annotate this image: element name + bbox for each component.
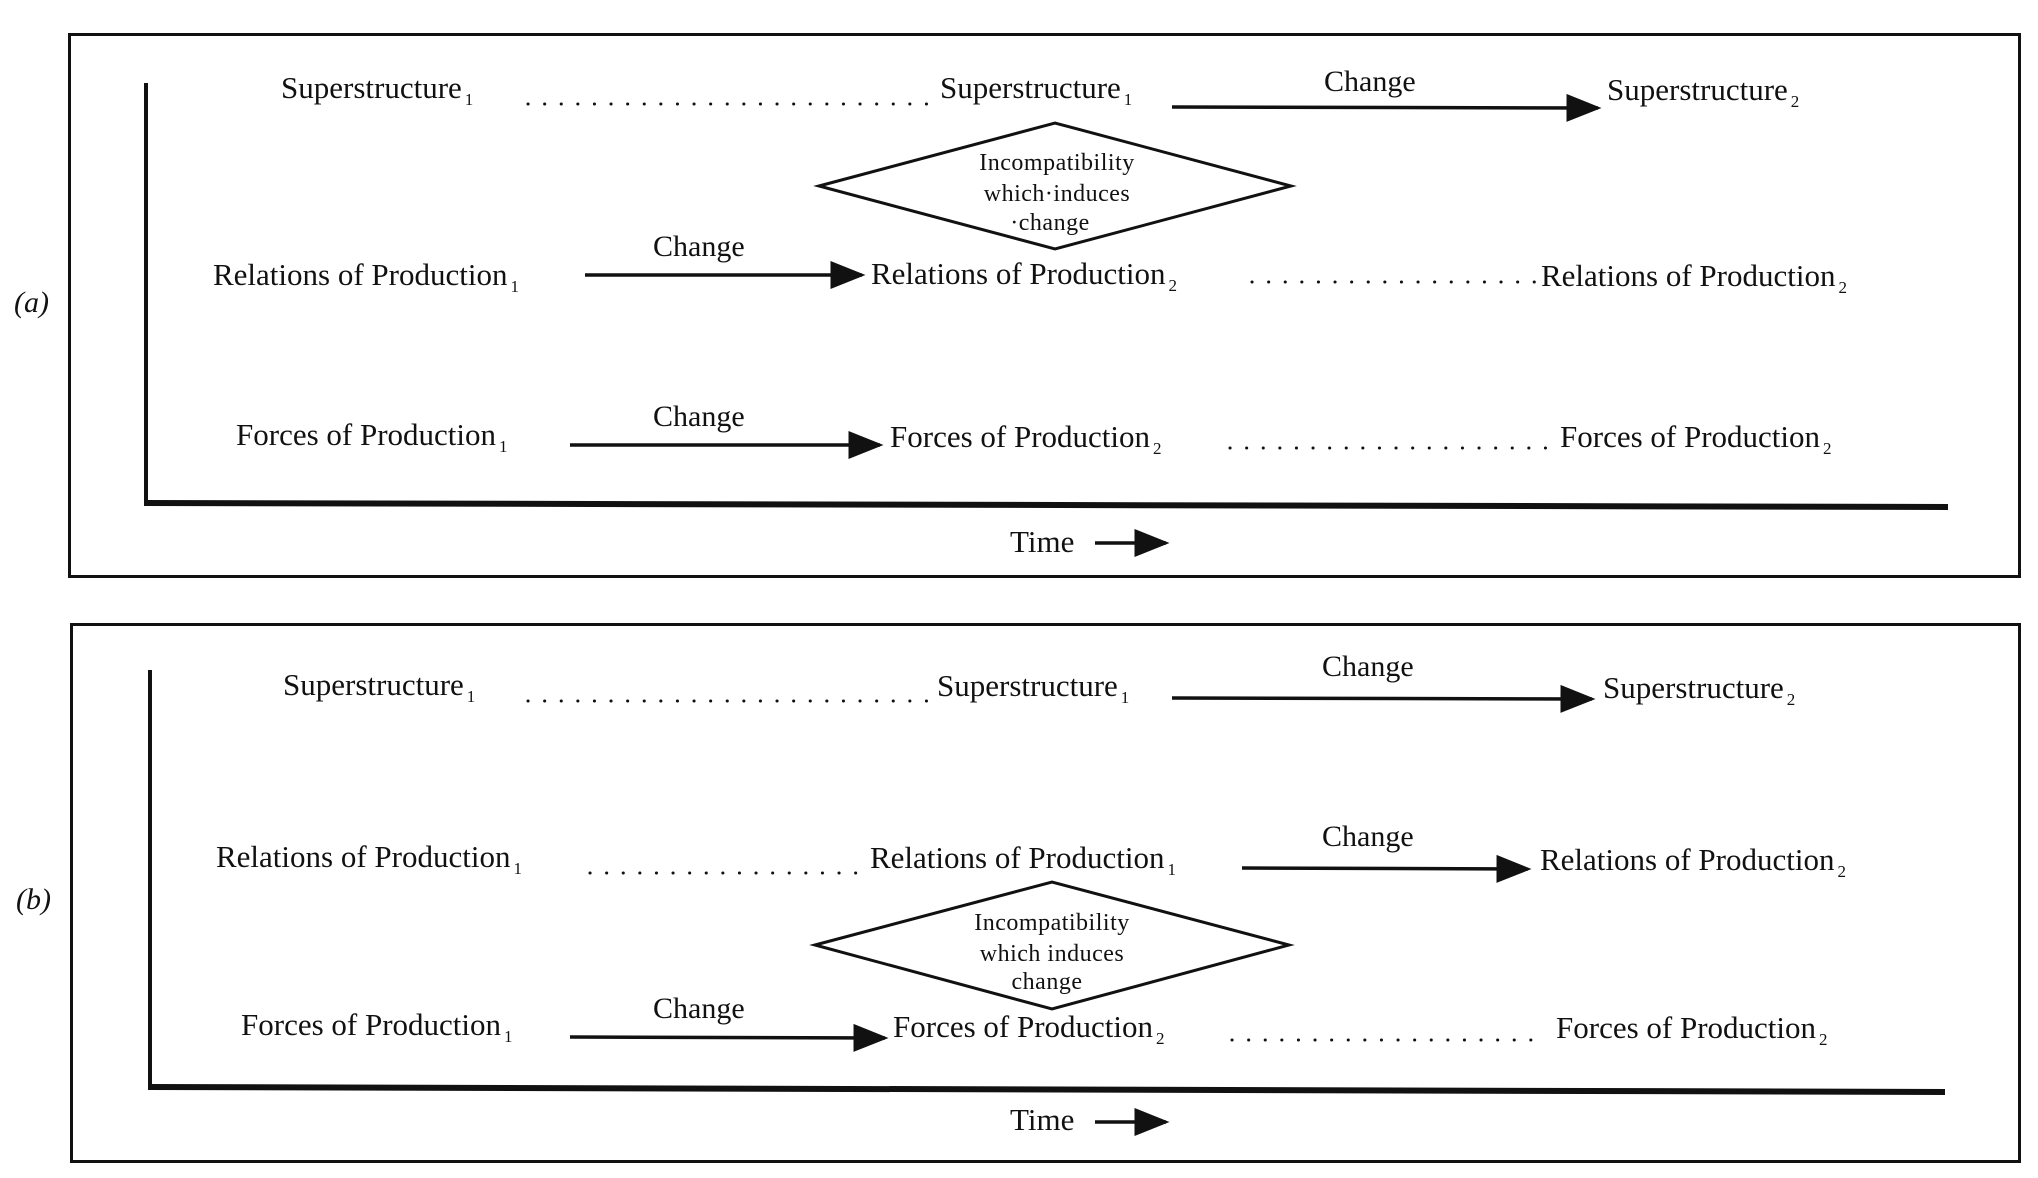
incompatibility-text-line-2: which·induces bbox=[983, 181, 1131, 207]
change-label-relations: Change bbox=[1322, 820, 1414, 853]
incompatibility-text-line-1: Incompatibility bbox=[979, 150, 1135, 176]
time-axis-label: Time bbox=[1010, 1102, 1075, 1137]
arrow-forces-change bbox=[569, 1023, 889, 1052]
panel-b-frame bbox=[70, 623, 2021, 1163]
panel-a-change-arrows bbox=[570, 93, 1602, 459]
change-label-relations: Change bbox=[653, 230, 745, 263]
change-label-superstructure: Change bbox=[1322, 650, 1414, 683]
panel-b-label: (b) bbox=[16, 883, 51, 916]
arrow-relations-change bbox=[1241, 854, 1532, 883]
panel-b-change-arrows bbox=[569, 684, 1596, 1052]
panel-b-axes bbox=[147, 670, 1946, 1095]
incompatibility-text-line-2: which induces bbox=[979, 941, 1125, 967]
incompatibility-text-line-1: Incompatibility bbox=[974, 910, 1130, 936]
panel-b-incompatibility-diamond bbox=[809, 880, 1295, 1011]
change-label-superstructure: Change bbox=[1324, 65, 1416, 98]
time-axis-label: Time bbox=[1010, 524, 1075, 559]
panel-a-incompatibility-diamond bbox=[813, 121, 1297, 251]
panel-a-label: (a) bbox=[14, 286, 49, 319]
panel-b-dotted-leaders bbox=[526, 699, 1547, 1042]
change-label-forces: Change bbox=[653, 992, 745, 1025]
arrow-superstructure-change bbox=[1171, 684, 1596, 713]
change-label-forces: Change bbox=[653, 400, 745, 433]
incompatibility-text-line-3: change bbox=[1011, 969, 1083, 995]
panel-a-frame bbox=[68, 33, 2021, 578]
panel-a-dotted-leaders bbox=[526, 102, 1554, 450]
arrow-superstructure-change bbox=[1171, 93, 1602, 122]
incompatibility-text-line-3: ·change bbox=[1010, 210, 1090, 236]
panel-a-axes bbox=[143, 83, 1949, 510]
